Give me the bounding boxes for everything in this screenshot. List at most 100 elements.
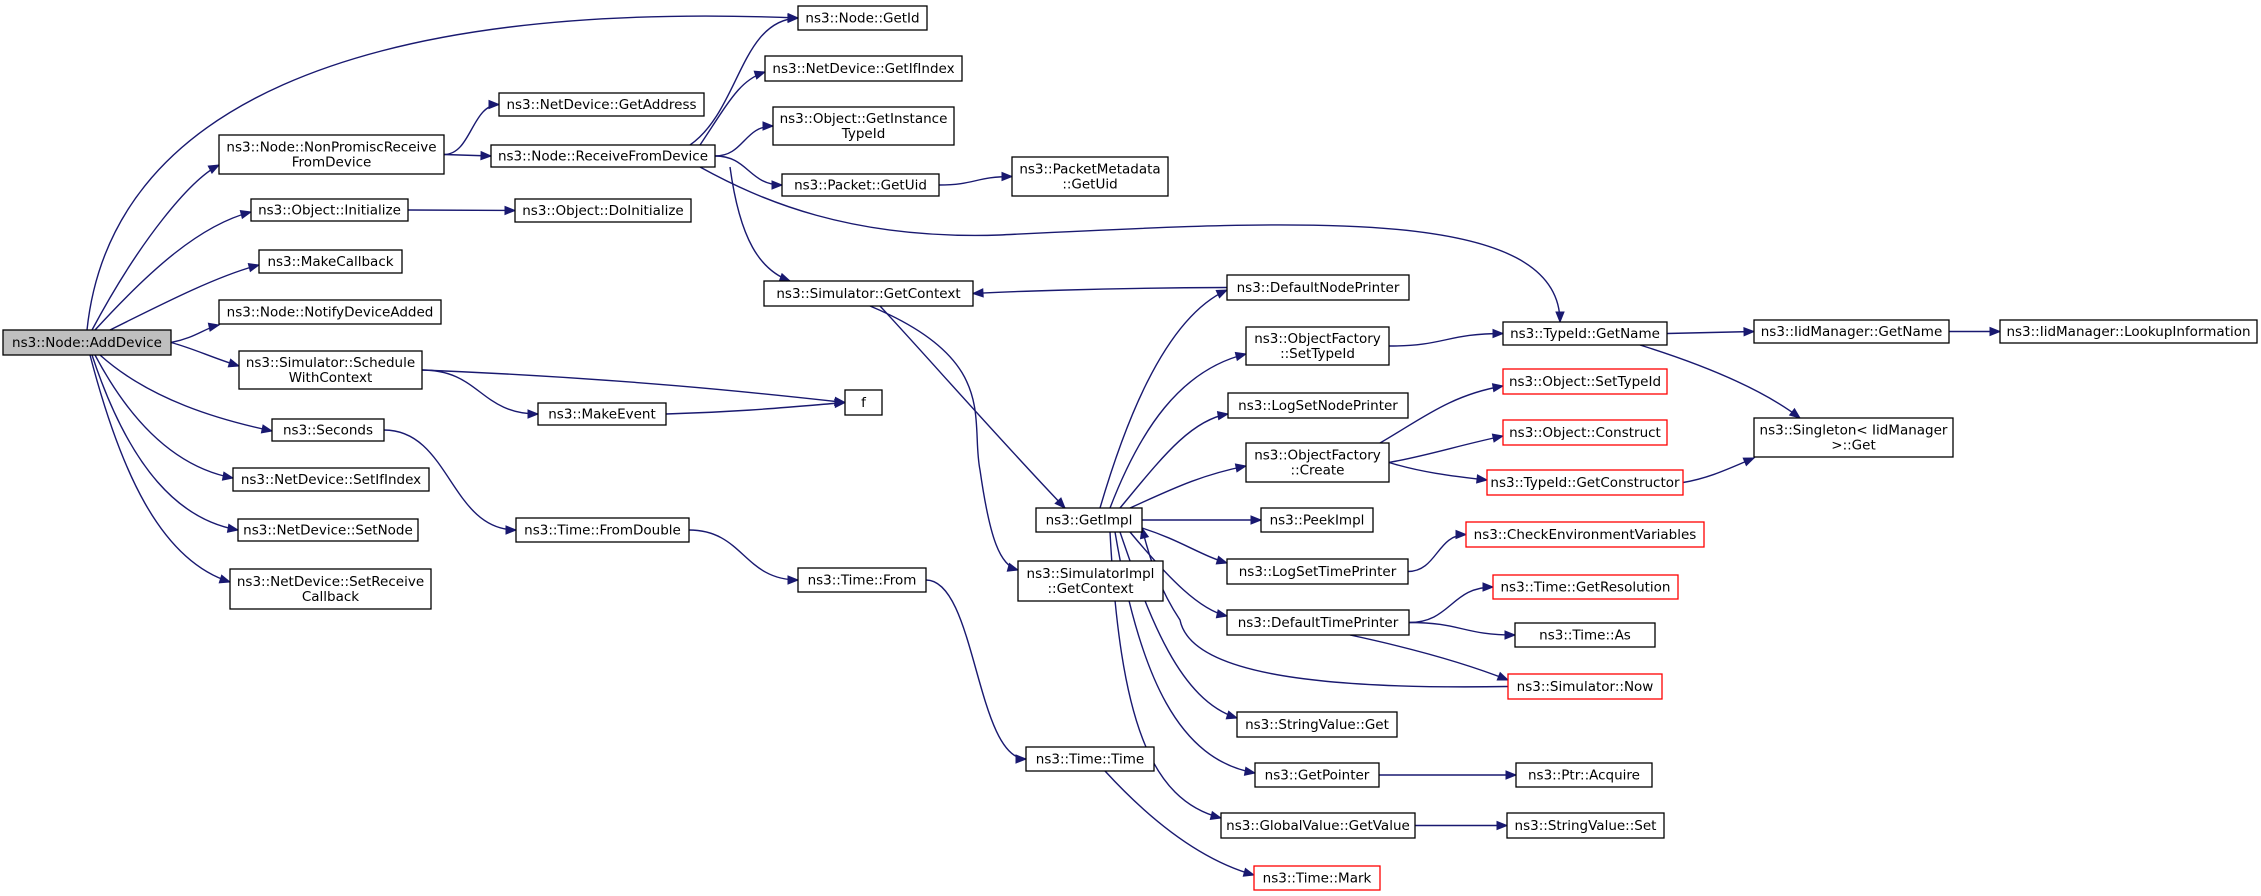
function-node-n47[interactable]: ns3::Simulator::Now xyxy=(1507,673,1663,700)
node-box xyxy=(490,144,716,168)
arrowhead-n30-to-n42 xyxy=(1491,433,1505,443)
arrowhead-n24-to-n25 xyxy=(1054,497,1066,509)
node-label: ns3::PacketMetadata xyxy=(1019,162,1160,178)
node-box xyxy=(772,106,955,146)
function-node-n7[interactable]: ns3::Packet::GetUid xyxy=(781,173,940,197)
node-label: ns3::Object::Construct xyxy=(1509,425,1661,441)
function-node-n48[interactable]: ns3::Ptr::Acquire xyxy=(1515,762,1653,788)
function-node-n29[interactable]: ns3::LogSetNodePrinter xyxy=(1227,392,1409,419)
arrowhead-n24-to-n26 xyxy=(1006,562,1020,572)
function-node-n21[interactable]: ns3::Time::From xyxy=(797,567,927,593)
arrowhead-n2-to-n4 xyxy=(480,150,493,161)
edge-n13-to-n14 xyxy=(421,369,539,415)
node-box xyxy=(1025,746,1155,772)
function-node-n28[interactable]: ns3::ObjectFactory::SetTypeId xyxy=(1245,326,1390,366)
node-label: ns3::SimulatorImpl xyxy=(1027,566,1155,582)
function-node-n4[interactable]: ns3::Node::ReceiveFromDevice xyxy=(490,144,716,168)
node-label: ns3::Simulator::Schedule xyxy=(246,355,415,371)
node-box xyxy=(1515,762,1653,788)
function-node-n30[interactable]: ns3::ObjectFactory::Create xyxy=(1245,442,1390,483)
node-box xyxy=(1220,812,1416,839)
arrowhead-n28-to-n37 xyxy=(1492,328,1505,339)
arrowhead-n35-to-n48 xyxy=(1505,770,1518,780)
function-node-n37[interactable]: ns3::TypeId::GetName xyxy=(1502,321,1668,346)
node-label: ns3::Time::As xyxy=(1539,628,1631,644)
arrowhead-n33-to-n45 xyxy=(1482,582,1495,592)
function-node-n3[interactable]: ns3::NetDevice::GetAddress xyxy=(498,92,705,117)
function-node-n16[interactable]: ns3::Seconds xyxy=(271,418,385,442)
arrowhead-n25-to-n36 xyxy=(1209,810,1223,821)
arrowhead-n25-to-n35 xyxy=(1243,766,1257,776)
function-node-n15[interactable]: f xyxy=(844,389,883,416)
node-label: ::GetContext xyxy=(1047,581,1133,597)
function-node-n46[interactable]: ns3::Time::As xyxy=(1514,622,1656,648)
node-label: ns3::Time::FromDouble xyxy=(524,523,681,539)
node-label: ns3::MakeEvent xyxy=(548,407,656,423)
function-node-n5[interactable]: ns3::NetDevice::GetIfIndex xyxy=(764,55,963,82)
node-box xyxy=(537,402,667,426)
arrowhead-n0-to-n11 xyxy=(247,263,261,273)
function-node-n31[interactable]: ns3::PeekImpl xyxy=(1260,507,1374,533)
function-node-n45[interactable]: ns3::Time::GetResolution xyxy=(1492,574,1679,600)
function-node-n22[interactable]: ns3::Time::Time xyxy=(1025,746,1155,772)
arrowhead-n4-to-n7 xyxy=(771,180,784,190)
function-node-n19[interactable]: ns3::NetDevice::SetNode xyxy=(237,518,419,542)
node-box xyxy=(844,389,883,416)
function-node-n24[interactable]: ns3::Simulator::GetContext xyxy=(763,280,974,307)
function-node-n17[interactable]: ns3::NetDevice::SetIfIndex xyxy=(232,467,430,492)
edge-n4-to-n24 xyxy=(729,166,791,282)
node-box xyxy=(1035,507,1143,533)
function-node-n49[interactable]: ns3::StringValue::Set xyxy=(1506,812,1665,839)
function-node-n40[interactable]: ns3::Singleton< IidManager >::Get xyxy=(1753,417,1954,458)
arrowhead-n18-to-n21 xyxy=(787,575,800,585)
arrowhead-n0-to-n20 xyxy=(218,574,232,584)
function-node-n32[interactable]: ns3::LogSetTimePrinter xyxy=(1226,558,1409,585)
function-node-n35[interactable]: ns3::GetPointer xyxy=(1254,762,1380,788)
function-node-n38[interactable]: ns3::IidManager::GetName xyxy=(1753,319,1950,344)
node-box xyxy=(218,299,442,325)
function-node-n10[interactable]: ns3::Object::DoInitialize xyxy=(514,198,692,223)
function-node-n0[interactable]: ns3::Node::AddDevice xyxy=(2,329,172,356)
function-node-n39[interactable]: ns3::IidManager::LookupInformation xyxy=(1999,319,2258,344)
function-node-n1[interactable]: ns3::Node::GetId xyxy=(797,5,928,31)
arrowhead-n2-to-n3 xyxy=(488,99,501,110)
arrowhead-n33-to-n46 xyxy=(1504,630,1517,640)
function-node-n34[interactable]: ns3::StringValue::Get xyxy=(1236,711,1398,738)
function-node-n42[interactable]: ns3::Object::Construct xyxy=(1502,419,1668,446)
function-node-n41[interactable]: ns3::Object::SetTypeId xyxy=(1502,368,1668,395)
arrowhead-n13-to-n14 xyxy=(527,409,540,419)
arrowhead-n4-to-n5 xyxy=(753,70,767,80)
node-box xyxy=(250,198,409,222)
node-label: ns3::StringValue::Get xyxy=(1245,717,1389,733)
function-node-n14[interactable]: ns3::MakeEvent xyxy=(537,402,667,426)
edge-n43-to-n40 xyxy=(1682,457,1755,484)
function-node-n43[interactable]: ns3::TypeId::GetConstructor xyxy=(1486,469,1684,496)
edge-n0-to-n19 xyxy=(91,354,239,531)
function-node-n27[interactable]: ns3::DefaultNodePrinter xyxy=(1226,274,1410,301)
function-node-n44[interactable]: ns3::CheckEnvironmentVariables xyxy=(1465,521,1705,548)
arrowhead-n25-to-n34 xyxy=(1225,710,1239,720)
function-node-n25[interactable]: ns3::GetImpl xyxy=(1035,507,1143,533)
function-node-n12[interactable]: ns3::Node::NotifyDeviceAdded xyxy=(218,299,442,325)
node-box xyxy=(1226,558,1409,585)
edges-layer xyxy=(86,12,2002,877)
function-node-n23[interactable]: ns3::Time::Mark xyxy=(1253,865,1381,891)
function-node-n8[interactable]: ns3::PacketMetadata::GetUid xyxy=(1011,156,1169,197)
edge-n9-to-n10 xyxy=(407,209,516,212)
node-label: TypeId xyxy=(841,126,886,142)
function-node-n26[interactable]: ns3::SimulatorImpl::GetContext xyxy=(1017,560,1164,602)
node-box xyxy=(1492,574,1679,600)
node-label: ns3::NetDevice::SetNode xyxy=(243,523,413,539)
node-box xyxy=(238,350,423,390)
edge-n25-to-n29 xyxy=(1119,413,1229,509)
function-node-n11[interactable]: ns3::MakeCallback xyxy=(258,249,403,274)
arrowhead-n0-to-n9 xyxy=(239,210,253,220)
function-node-n33[interactable]: ns3::DefaultTimePrinter xyxy=(1226,609,1410,636)
function-node-n36[interactable]: ns3::GlobalValue::GetValue xyxy=(1220,812,1416,839)
function-node-n9[interactable]: ns3::Object::Initialize xyxy=(250,198,409,222)
function-node-n18[interactable]: ns3::Time::FromDouble xyxy=(515,517,690,543)
